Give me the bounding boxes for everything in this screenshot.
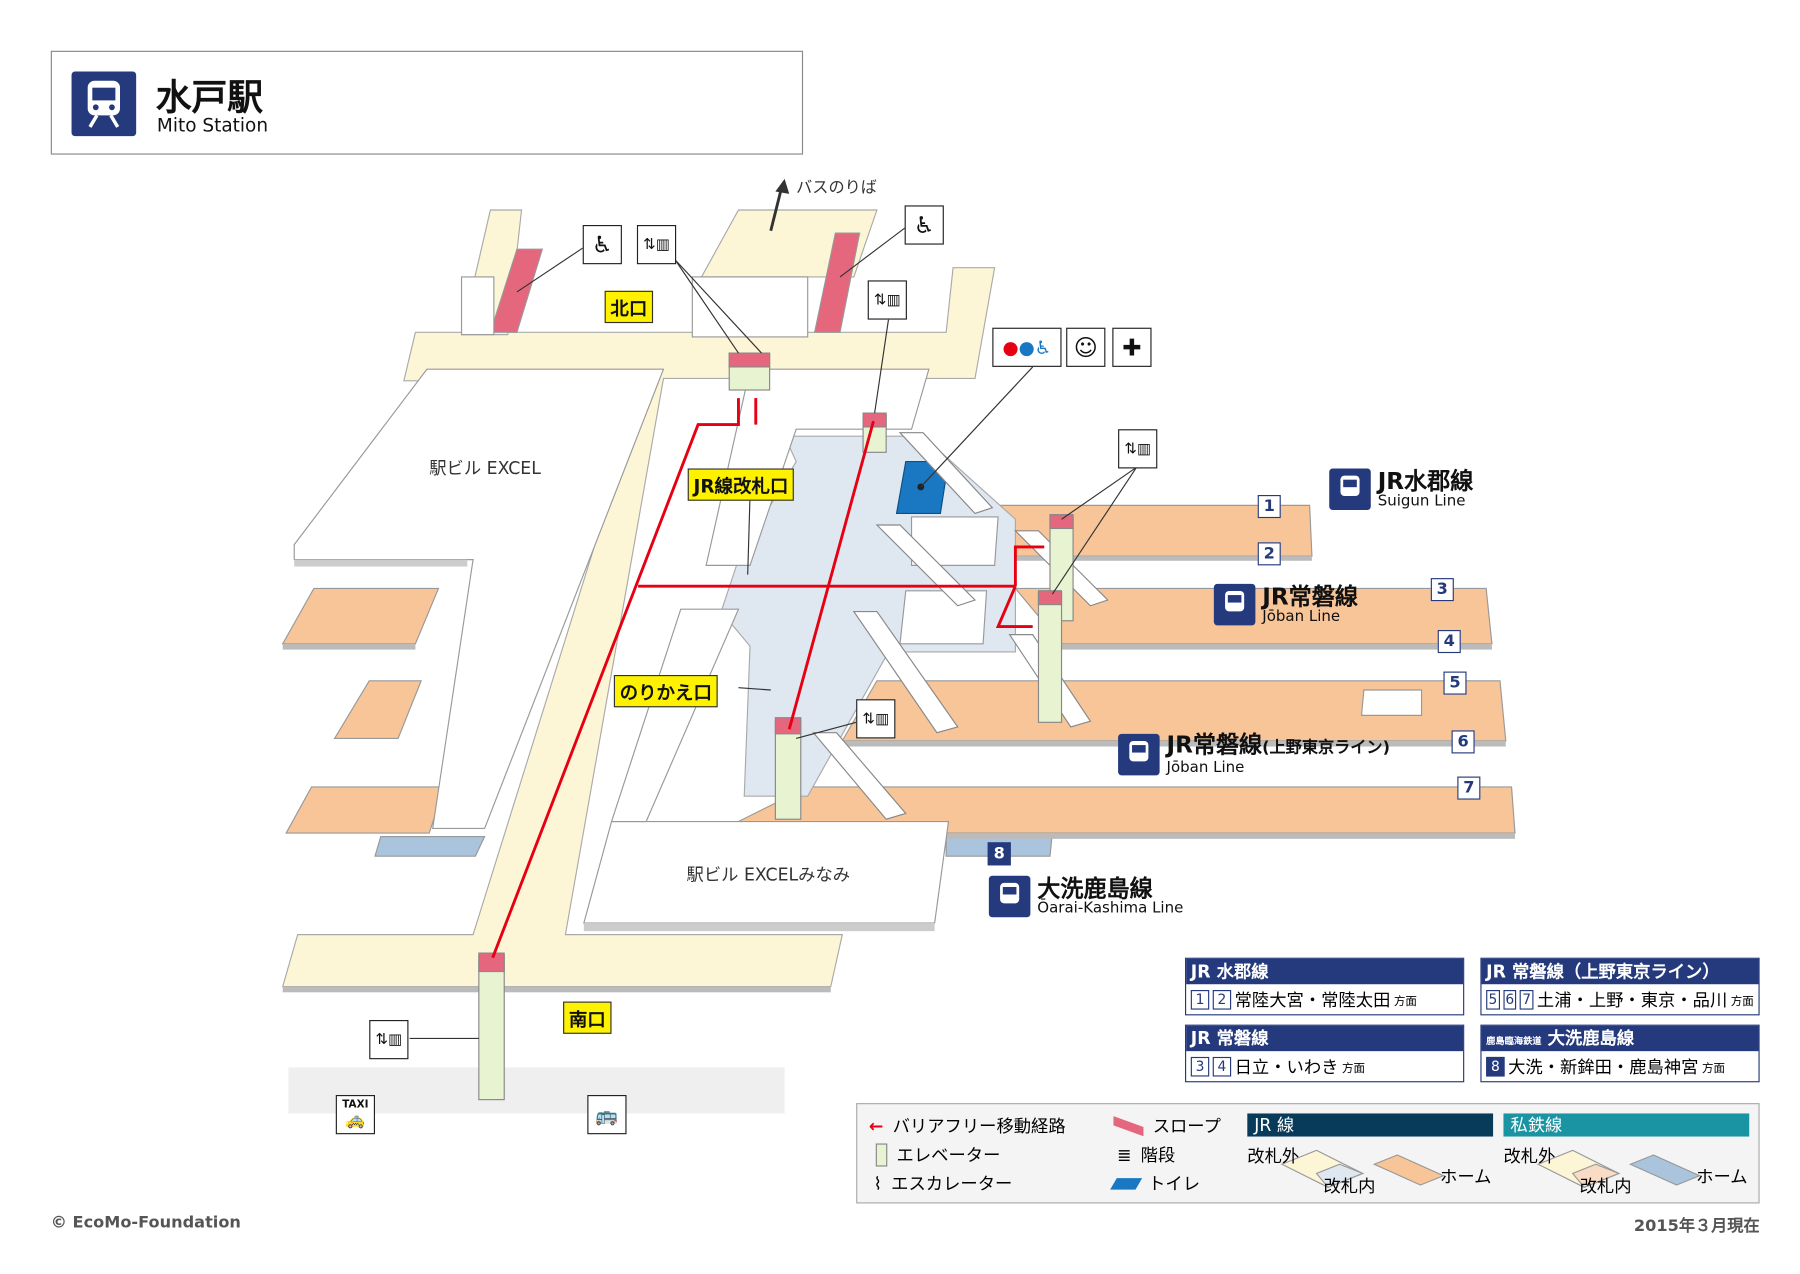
date-stamp: 2015年３月現在 (1633, 1217, 1760, 1236)
toilet-icon (1110, 1177, 1143, 1190)
platform-number: 7 (1457, 776, 1481, 800)
jr-platform-swatch (1372, 1154, 1445, 1186)
title-box: 水戸駅 Mito Station (50, 50, 804, 155)
elevator-icon: ⇅▥ (369, 1020, 409, 1060)
page-title: 水戸駅 (155, 77, 264, 119)
barrier-free-route (491, 398, 1045, 959)
accessible-toilet-icon: ●●♿ (992, 327, 1062, 367)
platform-number: 4 (1437, 630, 1461, 654)
private-platform-swatch (1628, 1154, 1702, 1186)
wheelchair-slope-icon: ♿ (904, 205, 944, 245)
map-legend: ←バリアフリー移動経路 エレベーター ⌇エスカレーター スロープ ≣階段 トイレ… (856, 1103, 1760, 1204)
train-icon (1213, 583, 1256, 626)
elevator-south (478, 952, 505, 1101)
taxi-icon: TAXI🚕 (335, 1095, 376, 1135)
building-block (610, 608, 740, 823)
elevator-icon: ⇅▥ (636, 225, 677, 265)
south-exit-label: 南口 (563, 1001, 612, 1034)
train-icon (988, 875, 1031, 918)
legend-private-header: 私鉄線 (1503, 1113, 1750, 1137)
line-label-joban-ueno-tokyo: JR常磐線(上野東京ライン)Jōban Line (1118, 732, 1390, 777)
train-icon (71, 71, 137, 137)
platform-3-4-west (281, 587, 440, 645)
elevators (478, 352, 1074, 1101)
legend-stairs: ≣階段 (1116, 1144, 1176, 1166)
legend-escalator: ⌇エスカレーター (873, 1172, 1013, 1195)
jr-gate-label: JR線改札口 (687, 468, 795, 501)
legend-jr-header: JR 線 (1247, 1113, 1494, 1137)
stairs-icon: ≣ (1116, 1144, 1132, 1165)
building-excel (293, 368, 665, 830)
platform-number: 1 (1257, 495, 1281, 519)
north-exit-label: 北口 (604, 290, 654, 324)
platform-number: 5 (1443, 671, 1467, 695)
legend-slope: スロープ (1113, 1113, 1221, 1137)
elevator-icon: ⇅▥ (1118, 429, 1158, 469)
platform-number: 3 (1430, 578, 1454, 602)
elevator-icon: ⇅▥ (856, 699, 896, 739)
transfer-gate-label: のりかえ口 (613, 675, 718, 708)
platform-number: 2 (1257, 542, 1281, 566)
legend-elevator: エレベーター (875, 1142, 1000, 1166)
baby-care-icon: ☺ (1066, 327, 1106, 367)
platform-5-6-west (333, 680, 423, 740)
bus-stop-label: バスのりば (796, 178, 877, 198)
platform-kiosk (1360, 689, 1423, 716)
ostomate-icon: ✚ (1112, 327, 1152, 367)
building-excel-label: 駅ビル EXCEL (429, 458, 541, 479)
page-subtitle: Mito Station (156, 114, 269, 137)
private-inside-swatch (1571, 1163, 1621, 1189)
escalator-icon: ⌇ (873, 1172, 882, 1194)
bus-icon: 🚌 (587, 1095, 627, 1135)
elevator-north (728, 352, 771, 391)
legend-toilet: トイレ (1110, 1171, 1200, 1195)
train-icon (1118, 733, 1160, 775)
red-arrow-icon: ← (868, 1115, 884, 1136)
copyright: © EcoMo-Foundation (50, 1213, 241, 1233)
legend-barrier-free: ←バリアフリー移動経路 (868, 1115, 1066, 1137)
slope-icon (1113, 1115, 1144, 1136)
wheelchair-slope-icon: ♿ (582, 225, 622, 265)
slope (489, 232, 861, 333)
platform-number: 8 (987, 842, 1011, 866)
platform-7-west (285, 786, 446, 834)
building-excel-minami-label: 駅ビル EXCELみなみ (686, 864, 851, 886)
stairs (460, 276, 809, 338)
elevator-platform-3-4 (1037, 590, 1063, 723)
platform-number: 6 (1451, 730, 1475, 754)
elevator-icon: ⇅▥ (867, 280, 907, 320)
train-icon (1329, 468, 1371, 511)
jr-inside-swatch (1315, 1163, 1365, 1189)
elevator-platform-5-6 (774, 717, 802, 820)
elevator-icon (875, 1142, 888, 1166)
